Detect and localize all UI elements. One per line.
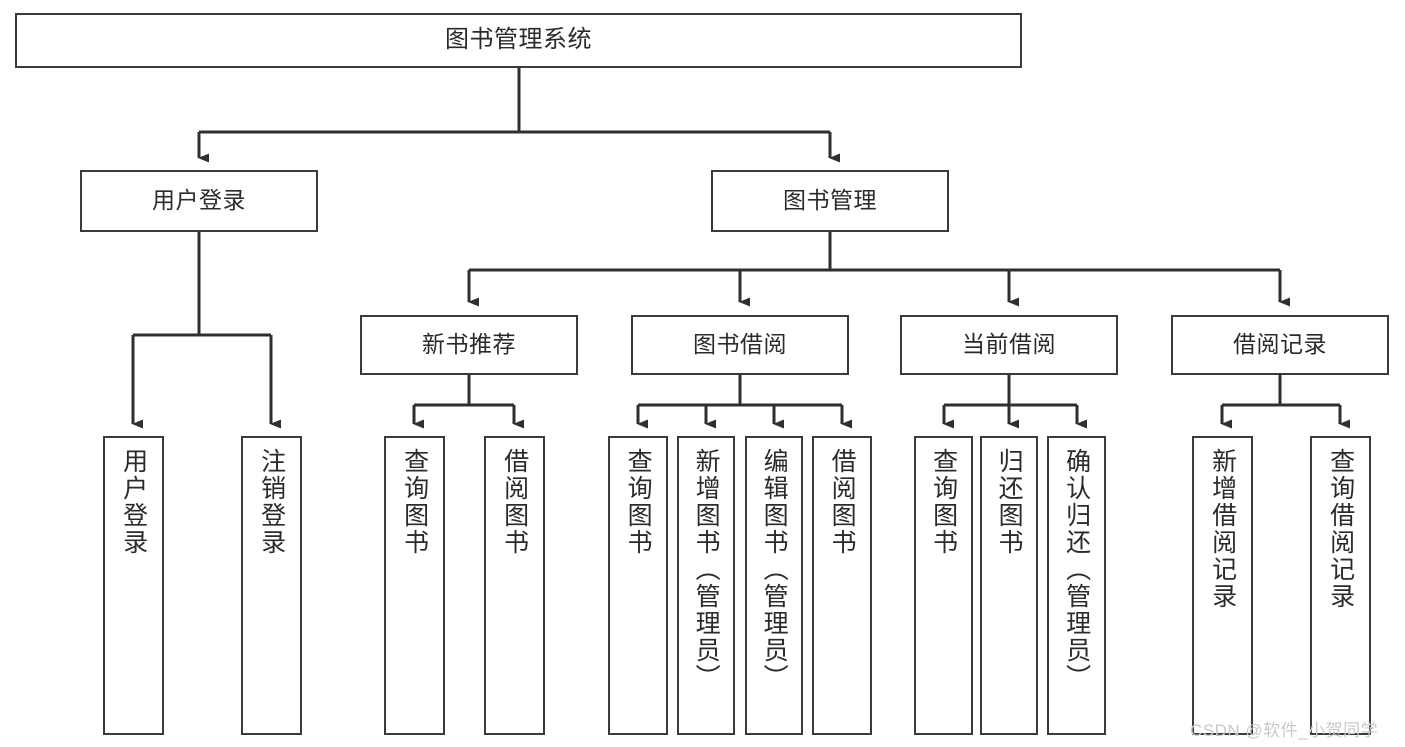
node-new-book-recommend[interactable]: 新书推荐 <box>360 315 578 375</box>
node-leaf-query-book-3[interactable]: 查询图书 <box>914 436 973 735</box>
node-label: 归还图书 <box>995 448 1024 556</box>
node-leaf-user-login[interactable]: 用户登录 <box>103 436 164 735</box>
node-label: 借阅图书 <box>828 448 857 556</box>
node-label: 新书推荐 <box>422 331 516 358</box>
node-user-login[interactable]: 用户登录 <box>80 170 318 232</box>
node-label: 图书管理系统 <box>445 26 592 54</box>
node-label: 借阅记录 <box>1233 331 1327 358</box>
node-leaf-query-book-2[interactable]: 查询图书 <box>608 436 668 735</box>
node-label: 编辑图书（管理员） <box>760 448 789 691</box>
csdn-watermark: CSDN @软件_小贺同学 <box>1190 721 1379 740</box>
node-label: 当前借阅 <box>962 331 1056 358</box>
node-book-borrow[interactable]: 图书借阅 <box>631 315 849 375</box>
node-leaf-borrow-book-2[interactable]: 借阅图书 <box>812 436 872 735</box>
node-leaf-query-record[interactable]: 查询借阅记录 <box>1310 436 1371 735</box>
node-label: 用户登录 <box>152 187 246 214</box>
node-label: 查询图书 <box>400 448 429 556</box>
node-book-management[interactable]: 图书管理 <box>711 170 949 232</box>
node-label: 新增借阅记录 <box>1208 448 1237 610</box>
node-label: 查询图书 <box>929 448 958 556</box>
node-leaf-query-book-1[interactable]: 查询图书 <box>384 436 445 735</box>
node-current-borrow[interactable]: 当前借阅 <box>900 315 1118 375</box>
node-leaf-confirm-return[interactable]: 确认归还（管理员） <box>1047 436 1106 735</box>
node-label: 图书借阅 <box>693 331 787 358</box>
node-label: 用户登录 <box>119 448 148 556</box>
node-label: 借阅图书 <box>500 448 529 556</box>
node-label: 查询图书 <box>624 448 653 556</box>
node-leaf-add-book[interactable]: 新增图书（管理员） <box>677 436 735 735</box>
node-root-book-management-system[interactable]: 图书管理系统 <box>15 13 1022 68</box>
node-leaf-add-record[interactable]: 新增借阅记录 <box>1192 436 1253 735</box>
node-leaf-borrow-book-1[interactable]: 借阅图书 <box>484 436 545 735</box>
node-borrow-record[interactable]: 借阅记录 <box>1171 315 1389 375</box>
node-leaf-edit-book[interactable]: 编辑图书（管理员） <box>745 436 803 735</box>
node-label: 查询借阅记录 <box>1326 448 1355 610</box>
node-label: 图书管理 <box>783 187 877 214</box>
node-leaf-logout-login[interactable]: 注销登录 <box>241 436 302 735</box>
node-label: 确认归还（管理员） <box>1062 448 1091 691</box>
node-label: 新增图书（管理员） <box>692 448 721 691</box>
node-leaf-return-book[interactable]: 归还图书 <box>980 436 1038 735</box>
node-label: 注销登录 <box>257 448 286 556</box>
